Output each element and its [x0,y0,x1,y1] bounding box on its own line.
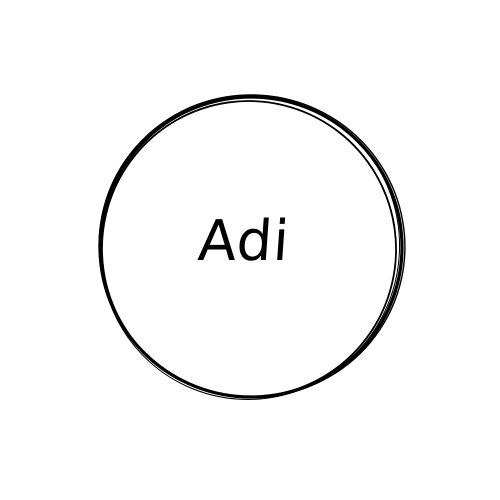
circle-stroke-outer [98,94,406,398]
circle-stroke-faint [99,96,401,400]
logo-text: Adi [196,209,293,274]
circle-strokes [98,94,406,400]
